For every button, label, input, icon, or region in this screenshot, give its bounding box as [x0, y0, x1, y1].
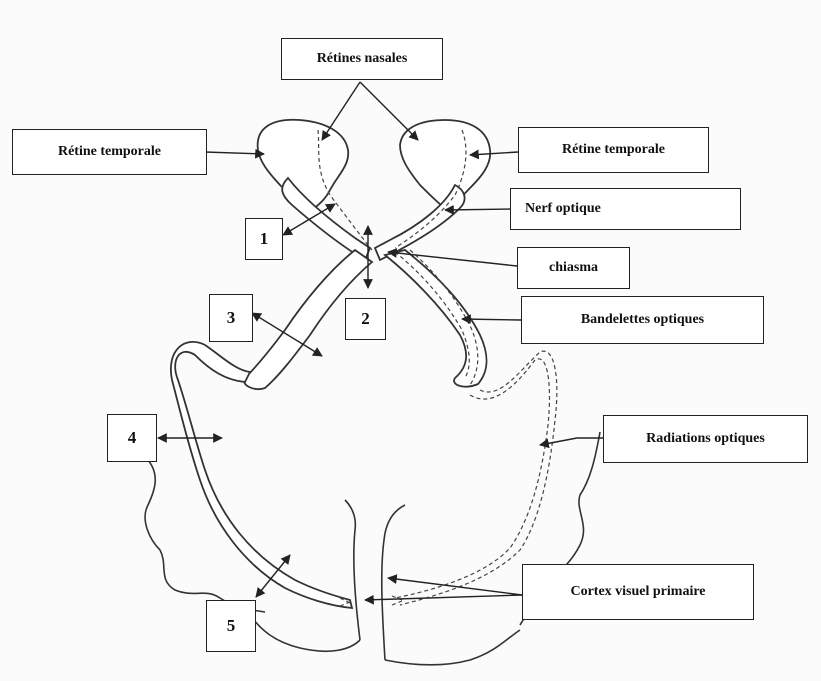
label-radiations-optiques: Radiations optiques — [603, 415, 808, 463]
label-cortex-visuel-primaire: Cortex visuel primaire — [522, 564, 754, 620]
number-box-4: 4 — [107, 414, 157, 462]
arrow-nerf-optique — [445, 209, 510, 210]
number-box-3: 3 — [209, 294, 253, 342]
arrow-cortex-2 — [365, 595, 522, 600]
label-retines-nasales: Rétines nasales — [281, 38, 443, 80]
arrow-bandelettes — [462, 319, 521, 320]
arrow-radiations — [540, 438, 603, 445]
arrow-cortex-1 — [388, 578, 522, 595]
label-retine-temporale-left: Rétine temporale — [12, 129, 207, 175]
optic-pathway — [171, 120, 490, 608]
arrow-retine-temporale-left — [205, 152, 264, 154]
label-nerf-optique: Nerf optique — [510, 188, 741, 230]
arrow-retines-nasales-left — [322, 82, 360, 140]
number-box-5: 5 — [206, 600, 256, 652]
number-box-2: 2 — [345, 298, 386, 340]
label-retine-temporale-right: Rétine temporale — [518, 127, 709, 173]
arrow-retines-nasales-right — [360, 82, 418, 140]
label-chiasma: chiasma — [517, 247, 630, 289]
number-box-1: 1 — [245, 218, 283, 260]
label-bandelettes-optiques: Bandelettes optiques — [521, 296, 764, 344]
